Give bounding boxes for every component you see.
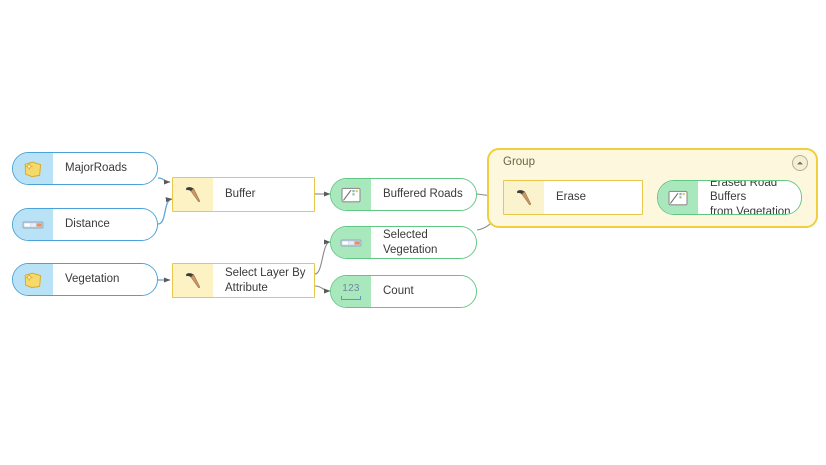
node-label: Vegetation [53,264,157,295]
dataset-icon [658,181,698,214]
number-icon-digits: 123 [342,282,360,294]
node-label-line-2: from Vegetation [710,205,791,215]
number-icon-rule [341,295,361,300]
node-label: Selected Vegetation [371,227,476,258]
node-label: Erase [544,181,642,214]
node-label: MajorRoads [53,153,157,184]
node-label-line-1: Erased Road Buffers [710,180,778,204]
node-select-layer-by-attribute-tool[interactable]: Select Layer By Attribute [172,263,315,298]
node-label: Erased Road Buffers from Vegetation [698,181,801,214]
node-selected-vegetation[interactable]: Selected Vegetation [330,226,477,259]
linear-unit-icon [13,209,53,240]
chevron-up-icon[interactable] [792,155,808,171]
node-label: Buffered Roads [371,179,476,210]
connector-distance-buffer [157,197,173,225]
node-label: Buffer [213,178,314,211]
node-buffer-tool[interactable]: Buffer [172,177,315,212]
node-vegetation[interactable]: Vegetation [12,263,158,296]
linear-unit-icon [331,227,371,258]
hammer-icon [173,178,213,211]
hammer-icon [173,264,213,297]
node-buffered-roads[interactable]: Buffered Roads [330,178,477,211]
connector-majorroads-buffer [157,177,171,185]
node-label: Distance [53,209,157,240]
group-title: Group [503,156,535,168]
node-erased-road-buffers[interactable]: Erased Road Buffers from Vegetation [657,180,802,215]
node-erase-tool[interactable]: Erase [503,180,643,215]
connector-select-selectedvegetation [314,239,331,275]
connector-select-count [314,285,331,294]
feature-layer-icon [13,264,53,295]
node-label: Count [371,276,476,307]
number-icon: 123 [331,276,371,307]
hammer-icon [504,181,544,214]
node-label: Select Layer By Attribute [213,264,314,297]
node-major-roads[interactable]: MajorRoads [12,152,158,185]
dataset-icon [331,179,371,210]
node-distance[interactable]: Distance [12,208,158,241]
node-count[interactable]: 123 Count [330,275,477,308]
group-header: Group [489,150,816,174]
feature-layer-icon [13,153,53,184]
